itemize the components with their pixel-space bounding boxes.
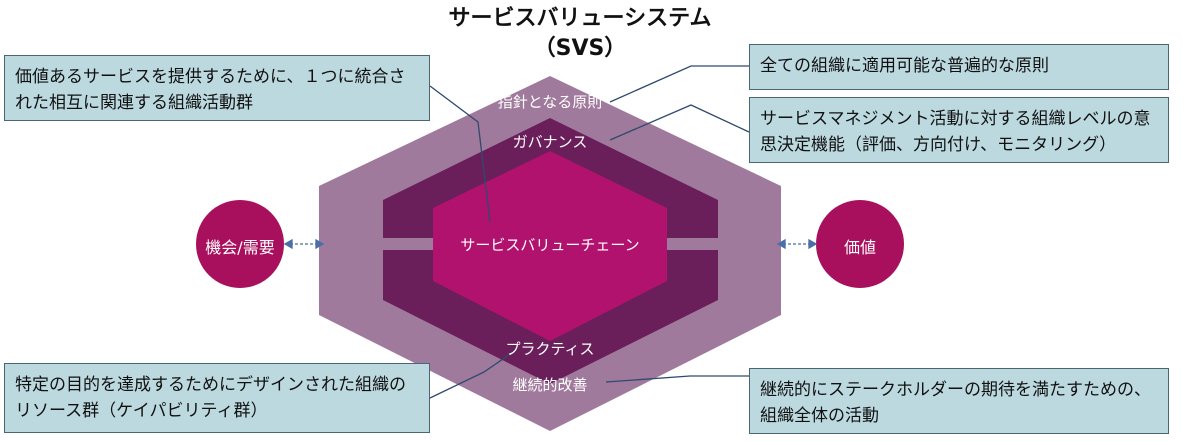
label-governance: ガバナンス [512,133,588,151]
inner-hexagon-value-chain [433,151,667,341]
label-continual-improvement: 継続的改善 [512,376,588,394]
leader-governance [609,104,750,141]
leader-principles [609,65,749,103]
title-line2: （SVS） [533,36,627,61]
label-opportunity-demand: 機会/需要 [205,238,275,257]
title-line1: サービスバリューシステム [448,6,712,31]
callout-governance-description: サービスマネジメント活動に対する組織レベルの意思決定機能（評価、方向付け、モニタ… [749,97,1169,163]
callout-practices-description: 特定の目的を達成するためにデザインされた組織のリソース群（ケイパビリティ群） [4,363,430,433]
label-value: 価値 [843,238,876,257]
callout-svs-description: 価値あるサービスを提供するために、１つに統合された相互に関連する組織活動群 [4,55,430,121]
callout-principles-description: 全ての組織に適用可能な普遍的な原則 [749,44,1169,90]
right-arrowhead-start [776,238,786,250]
leader-practices [429,349,517,399]
label-guiding-principles: 指針となる原則 [497,93,603,111]
callout-improvement-description: 継続的にステークホルダーの期待を満たすための、組織全体の活動 [749,368,1169,434]
opportunity-demand-circle [196,200,284,288]
left-arrowhead-end [315,238,325,250]
left-arrowhead-start [283,238,293,250]
leader-improvement [605,375,749,383]
diagram-title: サービスバリューシステム （SVS） [400,4,760,64]
label-practices: プラクティス [505,340,595,358]
leader-svs [429,85,491,223]
value-circle [816,200,904,288]
right-arrowhead-end [808,238,818,250]
label-service-value-chain: サービスバリューチェーン [460,236,640,254]
